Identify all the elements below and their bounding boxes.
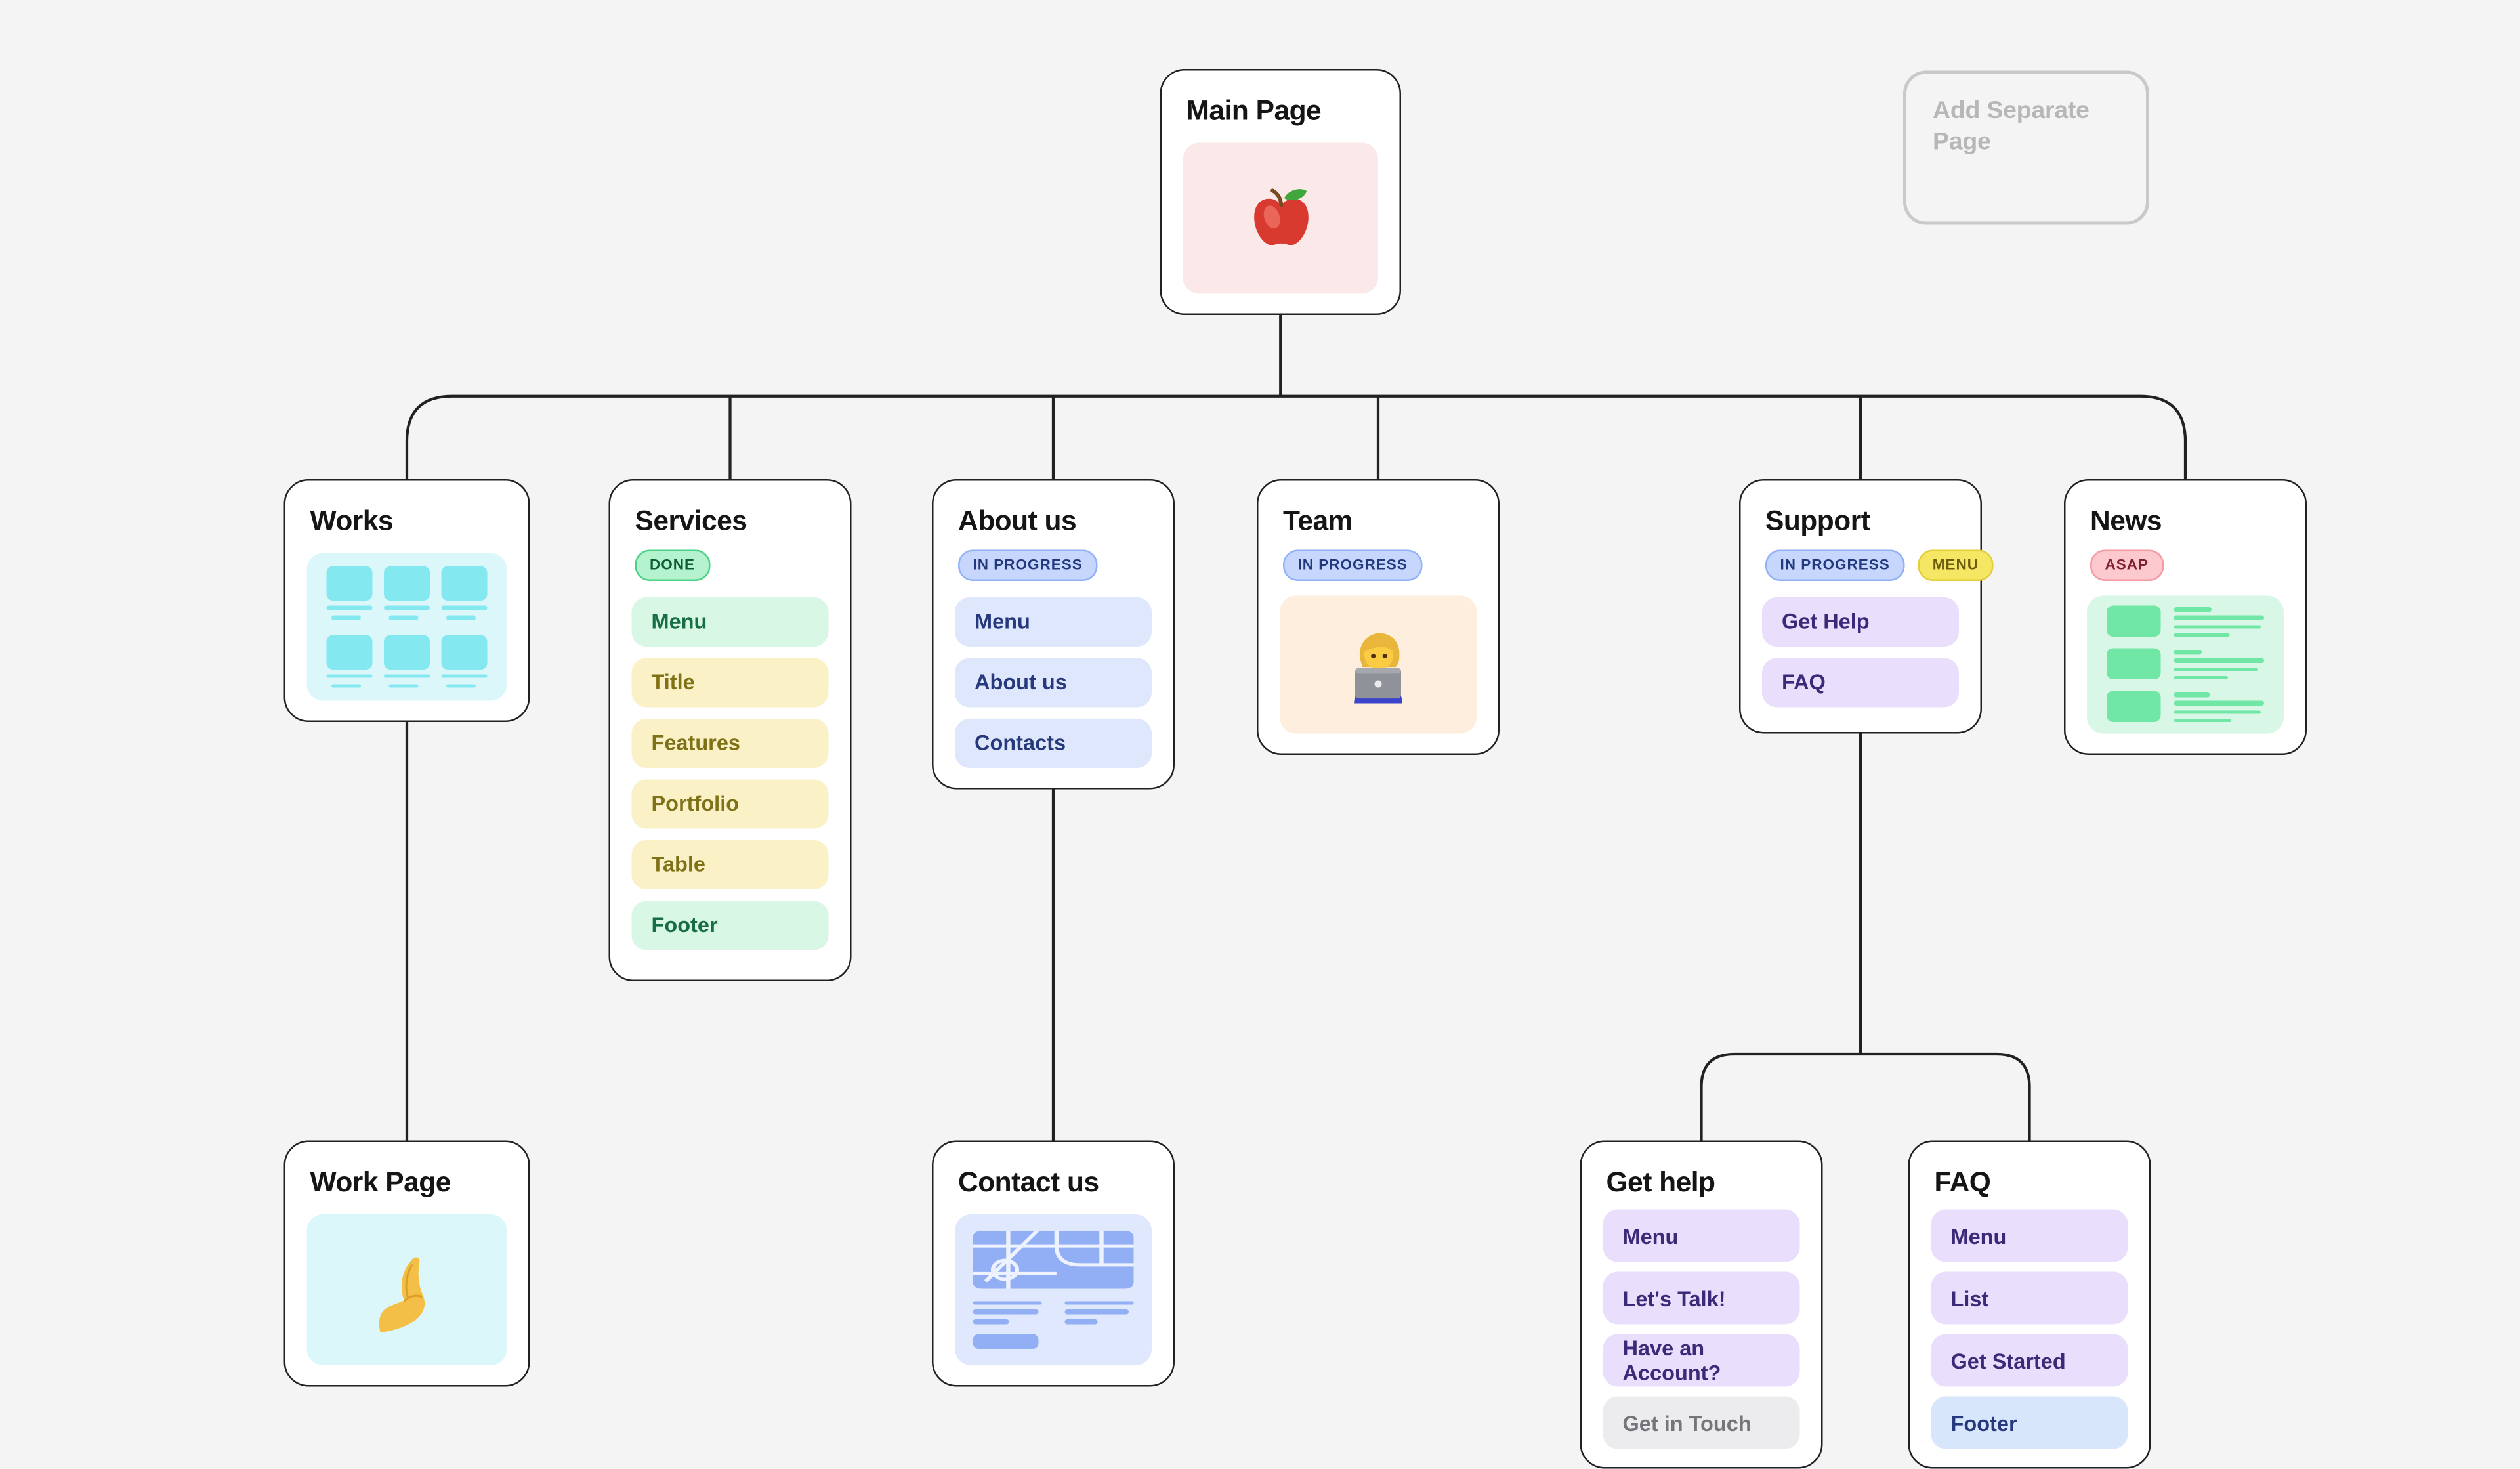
list-item[interactable]: About us — [955, 657, 1152, 707]
add-separate-page-button[interactable]: Add Separate Page — [1903, 70, 2149, 225]
list-item[interactable]: Menu — [1931, 1210, 2128, 1263]
status-badge-in-progress[interactable]: IN PROGRESS — [958, 550, 1098, 581]
card-main-page[interactable]: Main Page — [1160, 69, 1401, 315]
list-item[interactable]: Menu — [1603, 1210, 1800, 1263]
list-item[interactable]: FAQ — [1762, 657, 1959, 707]
card-faq[interactable]: FAQ Menu List Get Started Footer — [1908, 1140, 2151, 1469]
card-title: Work Page — [310, 1166, 452, 1199]
pinched-fingers-icon — [379, 1257, 425, 1333]
list-item[interactable]: Contacts — [955, 718, 1152, 768]
card-works[interactable]: Works — [284, 479, 530, 722]
card-about-us[interactable]: About us IN PROGRESS Menu About us Conta… — [932, 479, 1175, 790]
list-item[interactable]: Let's Talk! — [1603, 1272, 1800, 1325]
status-badge-in-progress[interactable]: IN PROGRESS — [1765, 550, 1905, 581]
button-placeholder — [973, 1333, 1039, 1349]
works-thumbnail — [306, 553, 507, 701]
card-title: Support — [1765, 505, 1870, 537]
card-title: FAQ — [1934, 1166, 1991, 1199]
card-news[interactable]: News ASAP — [2064, 479, 2307, 755]
contact-us-thumbnail — [955, 1214, 1152, 1365]
list-item[interactable]: List — [1931, 1272, 2128, 1325]
card-title: Main Page — [1186, 95, 1322, 127]
card-title: Services — [635, 505, 747, 537]
list-item[interactable]: Have an Account? — [1603, 1334, 1800, 1388]
status-badge-asap[interactable]: ASAP — [2090, 550, 2164, 581]
team-thumbnail — [1280, 595, 1477, 734]
card-services[interactable]: Services DONE Menu Title Features Portfo… — [608, 479, 852, 981]
card-contact-us[interactable]: Contact us — [932, 1140, 1175, 1387]
status-badge-in-progress[interactable]: IN PROGRESS — [1283, 550, 1423, 581]
list-item[interactable]: Get Help — [1762, 597, 1959, 647]
card-support[interactable]: Support IN PROGRESS MENU Get Help FAQ — [1739, 479, 1994, 734]
news-thumbnail — [2087, 595, 2284, 734]
card-title: About us — [958, 505, 1077, 537]
list-item[interactable]: Title — [631, 657, 829, 707]
list-item[interactable]: Menu — [631, 597, 829, 647]
status-badge-done[interactable]: DONE — [635, 550, 710, 581]
card-get-help[interactable]: Get help Menu Let's Talk! Have an Accoun… — [1580, 1140, 1823, 1469]
article-list-illustration — [2087, 595, 2284, 734]
list-item[interactable]: Table — [631, 840, 829, 889]
map-icon — [973, 1231, 1134, 1290]
map-page-illustration — [955, 1215, 1152, 1365]
list-item[interactable]: Features — [631, 718, 829, 768]
technologist-icon — [1354, 633, 1402, 704]
main-page-thumbnail — [1183, 143, 1378, 294]
list-item[interactable]: Menu — [955, 597, 1152, 647]
connector-lines — [405, 315, 2187, 1141]
list-item[interactable]: Footer — [631, 900, 829, 950]
list-item[interactable]: Footer — [1931, 1397, 2128, 1450]
card-work-page[interactable]: Work Page — [284, 1140, 530, 1387]
card-title: Works — [310, 505, 394, 537]
sitemap-canvas: Add Separate Page Main Page Works — [284, 69, 2307, 1469]
list-item[interactable]: Portfolio — [631, 778, 829, 828]
card-title: Team — [1283, 505, 1353, 537]
list-item[interactable]: Get Started — [1931, 1334, 2128, 1388]
apple-icon — [1253, 188, 1308, 245]
card-team[interactable]: Team IN PROGRESS — [1257, 479, 1500, 755]
card-title: Get help — [1606, 1166, 1716, 1199]
card-grid-illustration — [307, 553, 507, 700]
work-page-thumbnail — [306, 1214, 507, 1365]
card-title: News — [2090, 505, 2162, 537]
list-item[interactable]: Get in Touch — [1603, 1397, 1800, 1450]
card-title: Contact us — [958, 1166, 1099, 1199]
tag-badge-menu[interactable]: MENU — [1918, 550, 1994, 581]
